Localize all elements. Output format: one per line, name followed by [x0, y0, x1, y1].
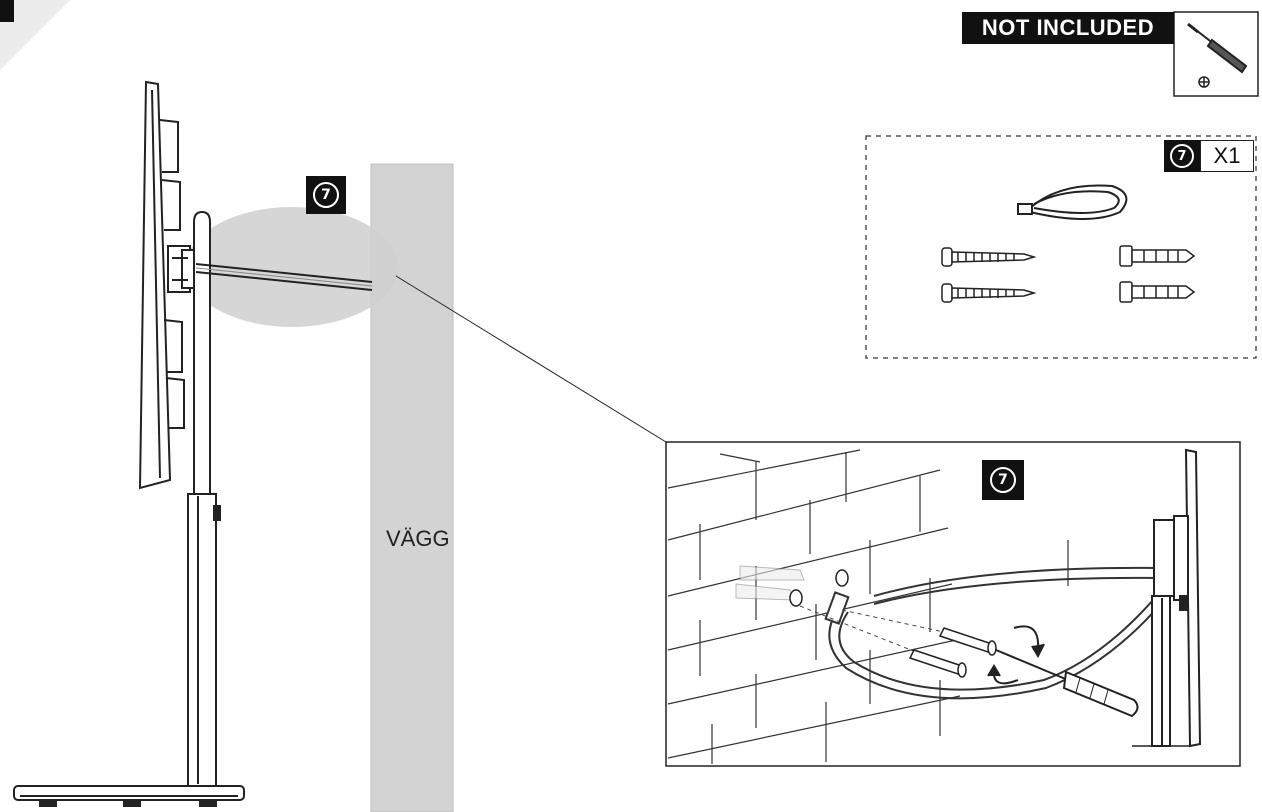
- safety-strap-icon: [1017, 184, 1128, 220]
- brick-wall-detail: [667, 449, 1069, 764]
- stand-detail: [1132, 448, 1202, 748]
- tool-box: [1173, 11, 1259, 97]
- step-number-main: 7: [313, 182, 339, 208]
- screwdriver-icon: [1187, 22, 1248, 74]
- step-badge-detail: 7: [982, 460, 1024, 500]
- not-included-label: NOT INCLUDED: [962, 12, 1174, 44]
- step-badge-main: 7: [306, 176, 346, 214]
- wall-anchor-icon: [1119, 245, 1196, 267]
- stand-base: [13, 785, 245, 807]
- stand-mount-bracket: [167, 245, 197, 293]
- kit-contents-box: [865, 135, 1257, 359]
- page-corner-mark: [0, 0, 14, 22]
- kit-quantity-label: X1: [1200, 140, 1254, 172]
- safety-strap-detail: [824, 566, 1167, 700]
- strap-highlight-zone: [186, 207, 398, 327]
- step-badge-kit: 7: [1164, 140, 1200, 172]
- step-number-detail: 7: [990, 467, 1016, 493]
- detail-leader-line: [395, 275, 667, 443]
- detail-view-frame: [665, 441, 1241, 767]
- screw-detail: [908, 627, 997, 678]
- screw-icon: [941, 247, 1037, 267]
- screwdriver-detail: [995, 649, 1139, 718]
- step-number-kit: 7: [1170, 144, 1194, 168]
- installed-anchors: [735, 565, 849, 607]
- safety-strap: [195, 263, 373, 291]
- wall-label: VÄGG: [386, 526, 450, 551]
- wall-anchor-icon: [1119, 281, 1196, 303]
- screw-icon: [941, 283, 1037, 303]
- page-corner-fragment: [0, 0, 70, 70]
- screw-guide-lines: [799, 605, 945, 653]
- phillips-head-icon: [1198, 76, 1210, 88]
- stand-pole: [187, 210, 221, 787]
- rotation-arrows: [987, 625, 1045, 685]
- tv-panel: [138, 80, 185, 490]
